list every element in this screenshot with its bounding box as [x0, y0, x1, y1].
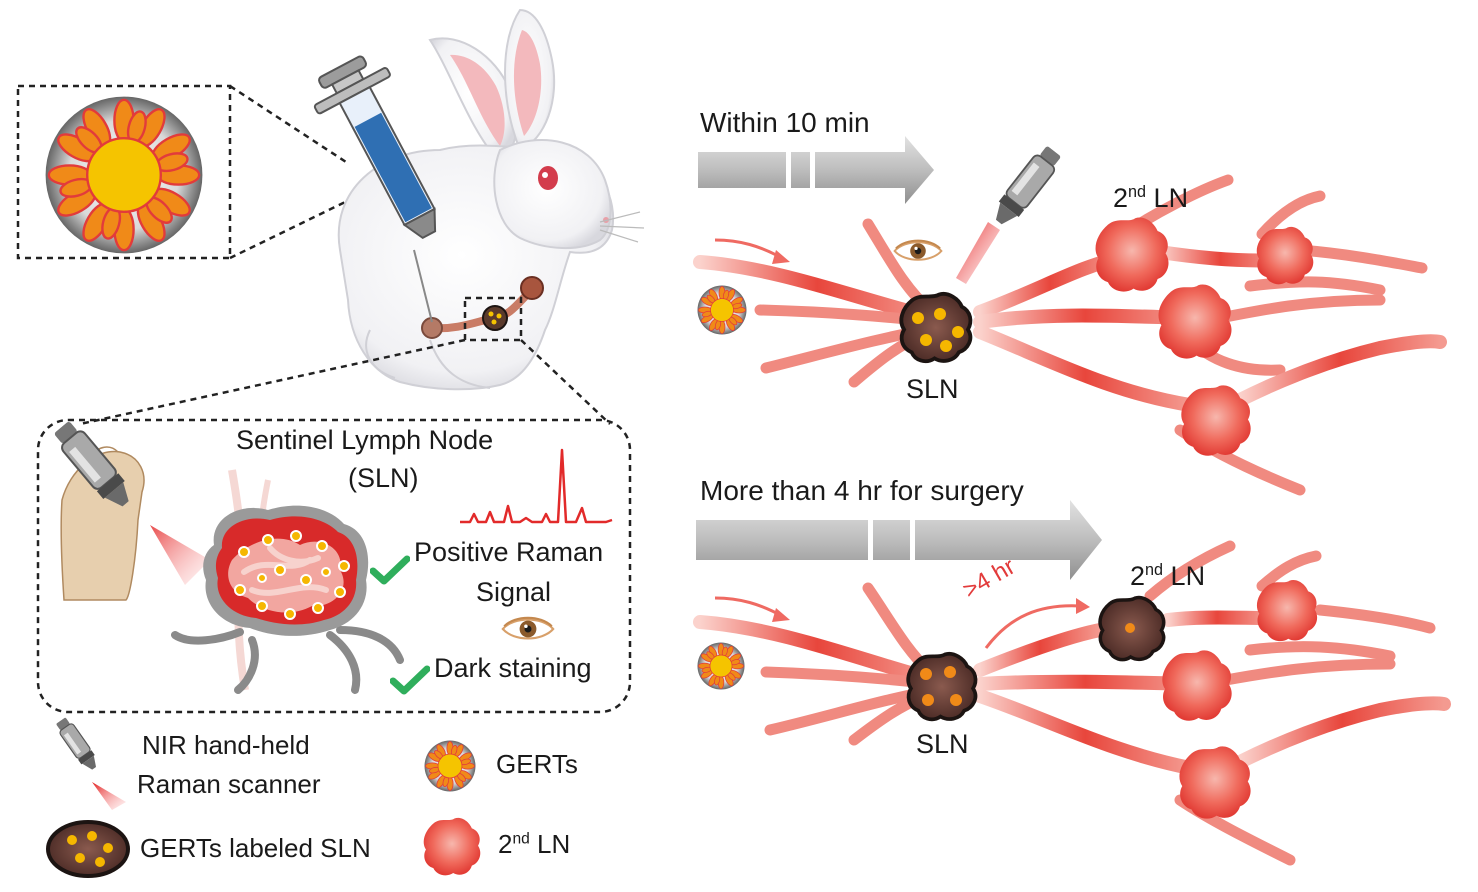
sln-inset-box [36, 418, 632, 714]
inset-check1-line1: Positive Raman [414, 537, 604, 567]
bottom-2nd-ln-label: 2nd LN [1130, 561, 1206, 591]
bottom-sln-label: SLN [916, 729, 969, 759]
legend-2nd-ln-icon [423, 817, 481, 876]
inset-check2: Dark staining [434, 653, 592, 683]
rabbit-illustration [337, 8, 645, 391]
legend-gerts-sln-icon [46, 820, 130, 878]
inset-title-line2: (SLN) [348, 463, 419, 493]
hand-with-scanner [49, 417, 210, 601]
sln-cross-section [171, 469, 404, 694]
bottom-time-label: More than 4 hr for surgery [700, 475, 1024, 506]
top-time-label: Within 10 min [700, 107, 870, 138]
top-gert-icon [697, 285, 747, 335]
bottom-gert-icon [697, 642, 745, 690]
bottom-2nd-ln-node-3 [1162, 650, 1232, 721]
vessel-network-bottom [693, 540, 1451, 866]
vessel-network-top [693, 174, 1447, 496]
legend-2nd-ln-label: 2nd LN [498, 829, 571, 859]
inset-check1-line2: Signal [476, 577, 552, 607]
top-2nd-ln-node-2 [1256, 226, 1314, 285]
legend-scanner-line1: NIR hand-held [142, 730, 310, 760]
bottom-2nd-ln-labeled-node [1098, 595, 1166, 662]
delay-arrow [984, 604, 1081, 649]
raman-spectrum-plot [460, 448, 613, 524]
gert-zoom-box [16, 84, 232, 260]
arrow-more-than-4-hr [696, 500, 1102, 580]
top-2nd-ln-label: 2nd LN [1113, 183, 1189, 213]
top-eye-icon [893, 239, 943, 261]
check-icon-raman [373, 559, 407, 581]
legend-scanner-line2: Raman scanner [137, 769, 321, 799]
top-scanner-icon [987, 142, 1066, 231]
bottom-sln-node [908, 654, 975, 720]
sln-zoom-box [463, 296, 523, 342]
gert-large-icon [44, 95, 204, 255]
inset-title-line1: Sentinel Lymph Node [236, 425, 494, 455]
legend-gerts-label: GERTs [496, 749, 578, 779]
check-icon-staining [393, 669, 427, 691]
legend-gert-icon [424, 740, 476, 792]
top-sln-node [901, 294, 970, 361]
bottom-2nd-ln-node-2 [1256, 580, 1318, 642]
top-sln-label: SLN [906, 374, 959, 404]
syringe-icon [313, 55, 437, 240]
eye-icon-inset [501, 616, 555, 640]
legend-gerts-sln-label: GERTs labeled SLN [140, 833, 371, 863]
top-2nd-ln-node-3 [1158, 284, 1232, 359]
top-2nd-ln-node-1 [1095, 217, 1169, 292]
arrow-within-10-min [698, 136, 934, 204]
legend-scanner-icon [53, 715, 102, 774]
